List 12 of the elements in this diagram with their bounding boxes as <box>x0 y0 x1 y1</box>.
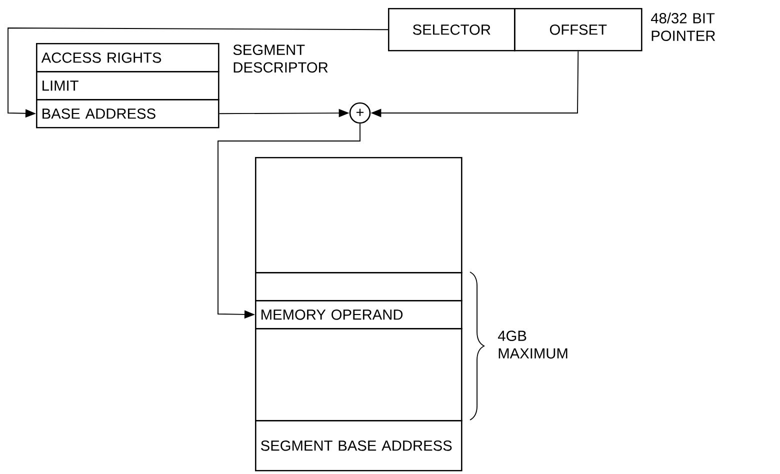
memory-region <box>255 272 462 302</box>
memory-region <box>255 157 462 274</box>
descriptor-field: ACCESS RIGHTS <box>36 43 220 72</box>
memory-region <box>255 328 462 422</box>
memory-region: MEMORY OPERAND <box>255 300 462 330</box>
descriptor-field: LIMIT <box>36 71 220 100</box>
memory-region: SEGMENT BASE ADDRESS <box>255 420 462 472</box>
label-text: SEGMENT DESCRIPTOR <box>233 44 328 73</box>
descriptor-field: BASE ADDRESS <box>36 99 220 128</box>
selector-field: SELECTOR <box>388 8 516 52</box>
offset-field: OFFSET <box>514 8 642 52</box>
label-text: 4GB MAXIMUM <box>498 330 568 359</box>
